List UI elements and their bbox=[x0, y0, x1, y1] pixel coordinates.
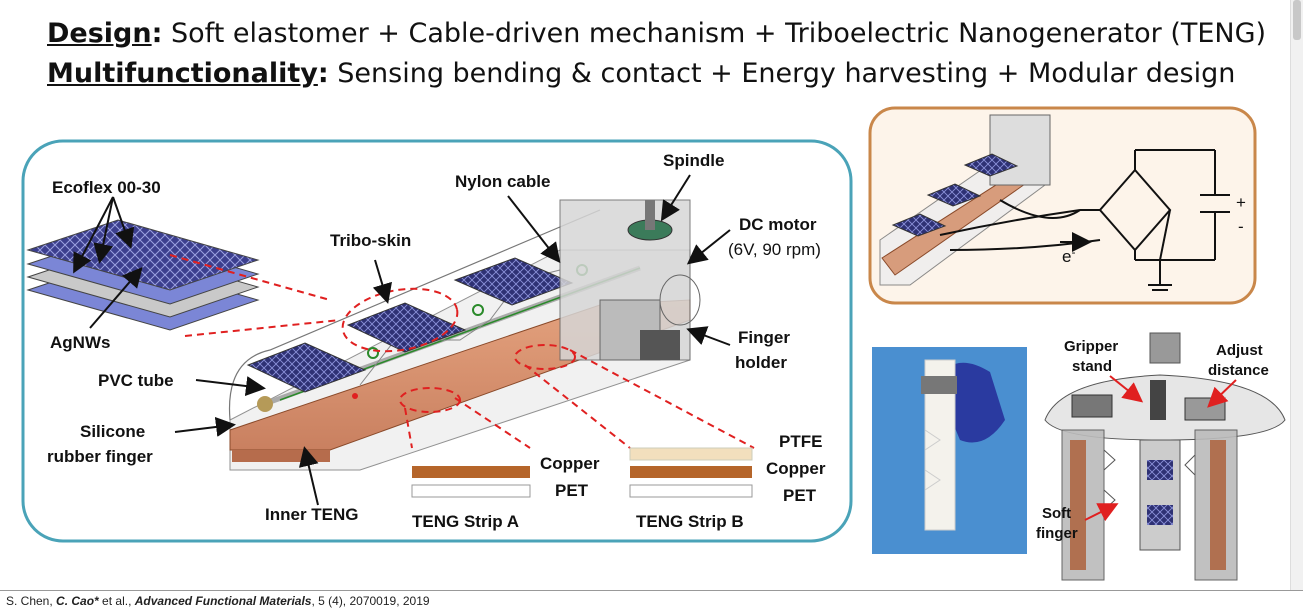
citation-author-highlight: C. Cao* bbox=[56, 594, 99, 608]
citation-authors: S. Chen, bbox=[6, 594, 57, 608]
label-agnws: AgNWs bbox=[50, 333, 110, 352]
vertical-scrollbar[interactable] bbox=[1290, 0, 1303, 590]
design-keyword: Design bbox=[47, 18, 152, 49]
label-strip-a-copper: Copper bbox=[540, 454, 600, 473]
label-finger-holder-1: Finger bbox=[738, 328, 790, 347]
label-dc-motor: DC motor bbox=[739, 215, 817, 234]
scrollbar-thumb[interactable] bbox=[1293, 0, 1301, 40]
circuit-electron-label: e- bbox=[1062, 245, 1075, 266]
main-figure: Ecoflex 00-30 AgNWs Tribo-skin Nylon cab… bbox=[21, 106, 1286, 581]
circuit-minus: - bbox=[1238, 217, 1244, 236]
label-strip-a-pet: PET bbox=[555, 481, 589, 500]
label-inner-teng: Inner TENG bbox=[265, 505, 359, 524]
label-silicone-2: rubber finger bbox=[47, 447, 153, 466]
label-finger-holder-2: holder bbox=[735, 353, 787, 372]
label-tribo-skin: Tribo-skin bbox=[330, 231, 411, 250]
circuit-finger-illustration bbox=[879, 114, 1051, 286]
label-gripper-stand-2: stand bbox=[1072, 358, 1112, 375]
label-strip-b-title: TENG Strip B bbox=[636, 512, 744, 531]
label-adjust-2: distance bbox=[1208, 362, 1269, 379]
multifunctionality-keyword: Multifunctionality bbox=[47, 58, 318, 89]
design-text: Soft elastomer + Cable-driven mechanism … bbox=[162, 18, 1267, 49]
teng-strip-a-layers bbox=[411, 466, 531, 498]
label-strip-b-pet: PET bbox=[783, 486, 817, 505]
label-nylon-cable: Nylon cable bbox=[455, 172, 550, 191]
citation-etal: et al., bbox=[98, 594, 135, 608]
teng-strip-b-layers bbox=[629, 447, 753, 498]
photo-soft-finger bbox=[872, 347, 1027, 554]
multifunctionality-text: Sensing bending & contact + Energy harve… bbox=[328, 58, 1236, 89]
label-soft-finger-1: Soft bbox=[1042, 505, 1071, 522]
motor-housing bbox=[559, 199, 701, 361]
circuit-frame bbox=[868, 106, 1257, 305]
multifunctionality-line: Multifunctionality: Sensing bending & co… bbox=[47, 58, 1235, 89]
callout-lines bbox=[169, 254, 755, 449]
label-strip-b-copper: Copper bbox=[766, 459, 826, 478]
citation-journal: Advanced Functional Materials bbox=[134, 594, 312, 608]
circuit-wiring bbox=[939, 149, 1230, 291]
label-silicone-1: Silicone bbox=[80, 422, 145, 441]
gripper-red-arrows bbox=[1084, 375, 1237, 522]
footer-divider bbox=[0, 590, 1303, 591]
label-strip-b-ptfe: PTFE bbox=[779, 432, 822, 451]
label-soft-finger-2: finger bbox=[1036, 525, 1078, 542]
label-spindle: Spindle bbox=[663, 151, 724, 170]
multi-colon: : bbox=[317, 58, 329, 89]
citation-volume: , 5 (4), 2070019, 2019 bbox=[311, 594, 430, 608]
label-strip-a-title: TENG Strip A bbox=[412, 512, 519, 531]
label-dc-motor-spec: (6V, 90 rpm) bbox=[728, 240, 821, 259]
circuit-plus: + bbox=[1236, 193, 1246, 212]
label-pvc-tube: PVC tube bbox=[98, 371, 174, 390]
design-colon: : bbox=[151, 18, 163, 49]
citation: S. Chen, C. Cao* et al., Advanced Functi… bbox=[6, 594, 430, 608]
label-gripper-stand-1: Gripper bbox=[1064, 338, 1118, 355]
label-adjust-1: Adjust bbox=[1216, 342, 1263, 359]
design-line: Design: Soft elastomer + Cable-driven me… bbox=[47, 18, 1266, 49]
label-arrows bbox=[73, 174, 731, 506]
label-ecoflex: Ecoflex 00-30 bbox=[52, 178, 161, 197]
